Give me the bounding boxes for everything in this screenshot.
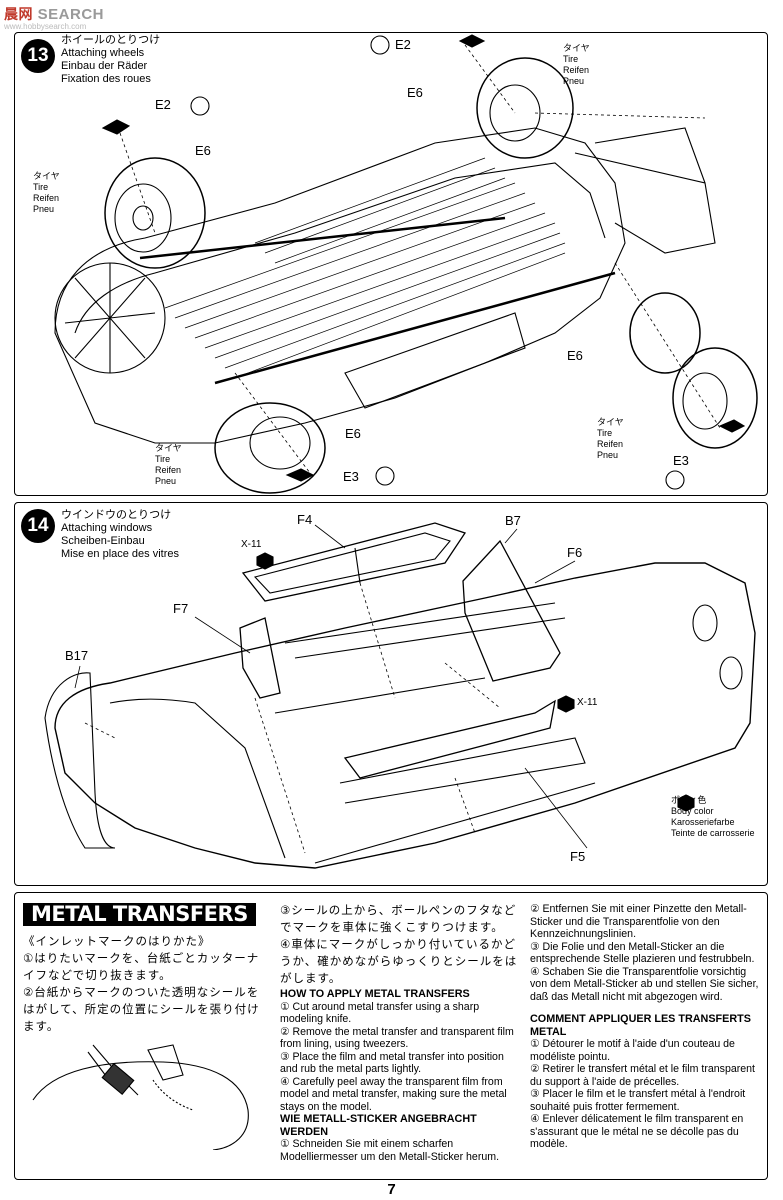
tire-en: Tire <box>155 454 171 464</box>
en-step-2: ② Remove the metal transfer and transpar… <box>280 1025 514 1051</box>
tire-fr: Pneu <box>33 204 55 214</box>
middle-column: ③シールの上から、ボールペンのフタなどでマークを車体に強くこすりつけます。 ④車… <box>280 903 520 1163</box>
de-step-1: ① Schneiden Sie mit einem scharfen Model… <box>280 1138 500 1163</box>
watermark-brand: SEARCH <box>37 6 105 23</box>
label-f6: F6 <box>567 545 583 560</box>
label-e6-right: E6 <box>567 348 583 363</box>
en-step-3: ③ Place the film and metal transfer into… <box>280 1050 504 1076</box>
page-number: 7 <box>387 1181 396 1198</box>
step-13-title-de: Einbau der Räder <box>61 60 148 72</box>
de-step-3: ③ Die Folie und den Metall-Sticker an di… <box>530 940 755 966</box>
step-14-title-de: Scheiben-Einbau <box>61 535 145 547</box>
step-14-title-en: Attaching windows <box>61 522 153 534</box>
metal-transfers-title: METAL TRANSFERS <box>23 903 256 926</box>
body-color-label: ボディ色 Body color Karosseriefarbe Teinte d… <box>671 795 755 839</box>
window-assembly-drawing <box>44 522 756 869</box>
label-e6-bottom: E6 <box>345 426 361 441</box>
label-x11-right: X-11 <box>577 697 598 708</box>
label-e3-right: E3 <box>673 453 689 468</box>
de-heading: WIE METALL-STICKER ANGEBRACHT WERDEN <box>280 1113 477 1138</box>
watermark-url: www.hobbysearch.com <box>4 22 87 31</box>
jp-step-2: ②台紙からマークのついた透明なシールをはがして、所定の位置にシールを張り付けます… <box>23 986 260 1033</box>
tire-jp: タイヤ <box>563 43 590 53</box>
en-step-4: ④ Carefully peel away the transparent fi… <box>280 1075 507 1113</box>
tire-de: Reifen <box>597 439 624 449</box>
tire-en: Tire <box>563 54 579 64</box>
metal-transfers-section: METAL TRANSFERS 《インレットマークのはりかた》 ①はりたいマーク… <box>14 892 768 1180</box>
step-13-title-jp: ホイールのとりつけ <box>61 34 161 46</box>
body-color-en: Body color <box>671 806 714 816</box>
tire-fr: Pneu <box>597 450 619 460</box>
label-b7: B7 <box>505 513 521 528</box>
jp-heading: 《インレットマークのはりかた》 <box>23 935 211 948</box>
label-f4: F4 <box>297 512 313 527</box>
en-heading: HOW TO APPLY METAL TRANSFERS <box>280 988 470 1000</box>
step-14-title-jp: ウインドウのとりつけ <box>61 509 172 521</box>
jp-step-3: ③シールの上から、ボールペンのフタなどでマークを車体に強くこすりつけます。 <box>280 905 517 934</box>
tire-fr: Pneu <box>155 476 177 486</box>
fr-step-4: ④ Enlever délicatement le film transpare… <box>530 1113 744 1150</box>
step-13-title-fr: Fixation des roues <box>61 73 151 85</box>
label-e6-left: E6 <box>195 143 211 158</box>
label-e3-bottom: E3 <box>343 469 359 484</box>
label-b17: B17 <box>65 648 89 663</box>
watermark-cn: 晨网 <box>4 6 33 22</box>
step-13-title: ホイールのとりつけ Attaching wheels Einbau der Rä… <box>61 34 160 86</box>
wheel-assembly-drawing <box>54 34 758 494</box>
tire-de: Reifen <box>155 465 182 475</box>
label-e2-left: E2 <box>155 97 171 112</box>
step-14-title-fr: Mise en place des vitres <box>61 548 179 560</box>
tire-en: Tire <box>597 428 613 438</box>
label-x11-top: X-11 <box>241 539 262 550</box>
step-13-number: 13 <box>21 39 55 73</box>
step-13-title-en: Attaching wheels <box>61 47 145 59</box>
jp-column-left: METAL TRANSFERS 《インレットマークのはりかた》 ①はりたいマーク… <box>23 903 268 1153</box>
transfer-illustration <box>32 1043 249 1151</box>
en-step-1: ① Cut around metal transfer using a shar… <box>280 1000 480 1026</box>
tire-jp: タイヤ <box>33 171 60 181</box>
label-f7: F7 <box>173 601 189 616</box>
tire-jp: タイヤ <box>155 443 182 453</box>
body-color-jp: ボディ色 <box>671 795 707 805</box>
de-step-2: ② Entfernen Sie mit einer Pinzette den M… <box>530 903 747 940</box>
step-13-panel: 13 ホイールのとりつけ Attaching wheels Einbau der… <box>14 32 768 496</box>
tire-de: Reifen <box>563 65 590 75</box>
tire-en: Tire <box>33 182 49 192</box>
step-14-title: ウインドウのとりつけ Attaching windows Scheiben-Ei… <box>61 509 179 561</box>
fr-step-3: ③ Placer le film et le transfert métal à… <box>530 1088 746 1113</box>
tire-fr: Pneu <box>563 76 585 86</box>
jp-step-4: ④車体にマークがしっかり付いているかどうか、確かめながらゆっくりとシールをはがし… <box>280 939 518 985</box>
jp-step-1: ①はりたいマークを、台紙ごとカッターナイフなどで切り抜きます。 <box>23 952 260 982</box>
label-e2-top: E2 <box>395 37 411 52</box>
de-step-4: ④ Schaben Sie die Transparentfolie vorsi… <box>530 965 759 1003</box>
body-color-de: Karosseriefarbe <box>671 817 735 827</box>
label-f5: F5 <box>570 849 586 864</box>
tire-jp: タイヤ <box>597 417 624 427</box>
right-column: ② Entfernen Sie mit einer Pinzette den M… <box>530 903 760 1151</box>
step-14-number: 14 <box>21 509 55 543</box>
tire-de: Reifen <box>33 193 60 203</box>
watermark: 晨网 SEARCH <box>4 4 104 24</box>
body-color-fr: Teinte de carrosserie <box>671 828 755 838</box>
fr-step-1: ① Détourer le motif à l'aide d'un coutea… <box>530 1038 735 1063</box>
label-e6-top: E6 <box>407 85 423 100</box>
step-14-panel: 14 ウインドウのとりつけ Attaching windows Scheiben… <box>14 502 768 886</box>
fr-step-2: ② Retirer le transfert métal et le film … <box>530 1063 755 1088</box>
fr-heading: COMMENT APPLIQUER LES TRANSFERTS METAL <box>530 1013 751 1038</box>
